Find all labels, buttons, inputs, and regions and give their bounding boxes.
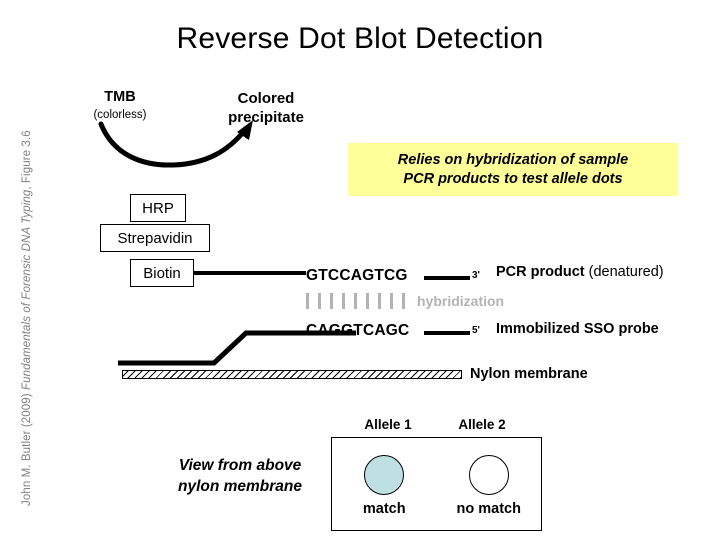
callout-line2: PCR products to test allele dots [403, 170, 623, 187]
five-prime-mark: 5' [472, 325, 480, 336]
hybridization-row: hybridization [306, 293, 504, 309]
probe-anchor-linker [118, 330, 356, 366]
biotin-box: Biotin [130, 259, 194, 287]
page-title: Reverse Dot Blot Detection [176, 22, 544, 55]
pcr-product-label-strong: PCR product [496, 264, 585, 280]
colored-precipitate-label: Colored precipitate [176, 89, 356, 127]
attribution-text: John M. Butler (2009) Fundamentals of Fo… [18, 86, 36, 506]
callout-box: Relies on hybridization of sample PCR pr… [348, 143, 678, 196]
tmb-colorless-note: (colorless) [93, 109, 147, 121]
pcr-product-sequence: GTCCAGTCG [306, 267, 408, 284]
view-note-line2: nylon membrane [177, 478, 303, 495]
nylon-membrane-label: Nylon membrane [470, 366, 588, 382]
streptavidin-box: Strepavidin [100, 224, 210, 252]
callout-line1: Relies on hybridization of sample [397, 151, 629, 168]
allele-2-dot [468, 455, 509, 495]
colored-precipitate-line2: precipitate [228, 109, 304, 126]
hybridization-tick [330, 293, 333, 309]
attribution-figure: , Figure 3.6 [21, 130, 33, 190]
callout-text: Relies on hybridization of sample PCR pr… [398, 151, 628, 189]
hybridization-label: hybridization [417, 293, 505, 309]
pcr-product-label-plain: (denatured) [584, 264, 664, 280]
reaction-arrow-icon [98, 120, 253, 168]
allele-2-label: Allele 2 [458, 417, 506, 432]
hybridization-tick [402, 293, 405, 309]
sso-probe-strand-line [424, 331, 470, 335]
allele-1-result: match [362, 501, 406, 517]
hrp-box: HRP [130, 194, 186, 222]
allele-1-dot [364, 455, 405, 495]
allele-dot-panel: match no match [331, 437, 542, 531]
three-prime-mark: 3' [472, 270, 480, 281]
attribution-author: John M. Butler (2009) [21, 390, 33, 506]
nylon-membrane-bar [122, 370, 462, 379]
pcr-product-label: PCR product (denatured) [496, 264, 664, 280]
hybridization-ticks [306, 293, 405, 309]
pcr-product-strand-line [424, 276, 470, 280]
hybridization-tick [354, 293, 357, 309]
view-from-above-note: View from above nylon membrane [150, 455, 330, 497]
biotin-connector-line [194, 271, 306, 275]
allele-1-label: Allele 1 [364, 417, 412, 432]
hybridization-tick [378, 293, 381, 309]
hybridization-tick [390, 293, 393, 309]
attribution-source: Fundamentals of Forensic DNA Typing [21, 189, 33, 391]
sso-probe-label: Immobilized SSO probe [496, 321, 659, 337]
hybridization-tick [342, 293, 345, 309]
hybridization-tick [306, 293, 309, 309]
allele-2-cell: no match [437, 438, 542, 530]
allele-1-cell: match [332, 438, 437, 530]
view-note-line1: View from above [178, 457, 302, 474]
allele-2-result: no match [456, 501, 521, 517]
hybridization-tick [318, 293, 321, 309]
hybridization-tick [366, 293, 369, 309]
colored-precipitate-line1: Colored [237, 90, 295, 107]
tmb-label: TMB [104, 89, 136, 105]
